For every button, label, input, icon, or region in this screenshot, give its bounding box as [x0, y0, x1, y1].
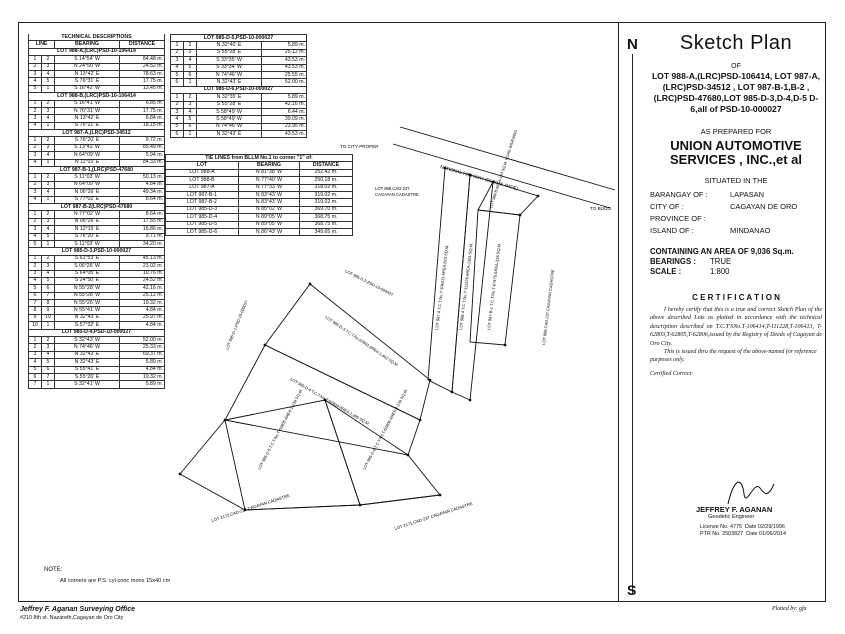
lot-987b-label: LOT 987-B-1 T.C.T.No.T-67475 AREA-318 SQ…: [486, 243, 502, 330]
south-letter: S: [627, 582, 637, 598]
lot-987a-label: LOT 987-A T.C.T.No.T-106413 AREA-823 SQ.…: [434, 244, 449, 330]
certification-text: I hereby certify that this is a true and…: [650, 307, 822, 347]
situated-label: SITUATED IN THE: [704, 176, 768, 185]
certified-correct: Certified Correct:: [650, 370, 694, 377]
lot-985d6-outline: [324, 398, 441, 506]
north-line: [632, 54, 634, 594]
lot-985d5-label: LOT 985-D-5 T.C.T.No.T-62805 AREA-1,138 …: [256, 388, 303, 471]
north-letter: N: [627, 36, 638, 53]
license-block: License No. 4775 Date 02/29/1996 PTR No.…: [700, 524, 786, 538]
client-name: UNION AUTOMOTIVE SERVICES , INC.,et al: [670, 138, 802, 167]
island-label: ISLAND OF :: [650, 226, 694, 235]
to-city-proper-label: TO CITY PROPER: [340, 144, 379, 149]
lot-985d5-outline: [224, 399, 361, 511]
certification-title: C E R T I F I C A T I O N: [692, 293, 780, 302]
highway-line-bottom: [392, 143, 611, 209]
barangay-label: BARANGAY OF :: [650, 190, 708, 199]
lot-988a-outline: [451, 174, 494, 401]
tie-cell: 349.65 m.: [299, 227, 353, 237]
city-label: CITY OF :: [650, 202, 684, 211]
adj-top-label: LOT 985-D-2,PSD-10-000027: [345, 268, 395, 297]
engineer-title: Geodetic Engineer: [708, 514, 755, 520]
certification-text-2: This is issued thru the request of the a…: [650, 349, 817, 364]
ptr-date: Date 01/06/2014: [746, 531, 787, 537]
province-label: PROVINCE OF :: [650, 214, 706, 223]
plan-title: Sketch Plan: [679, 32, 793, 54]
barangay-value: LAPASAN: [730, 190, 765, 199]
office-address: #210 8th st. Nazareth,Cagayan de Oro Cit…: [20, 615, 124, 621]
bearings-label: BEARINGS :: [650, 257, 696, 266]
bearings-value: TRUE: [710, 257, 732, 266]
scale-label: SCALE :: [650, 267, 682, 276]
title-divider: [618, 22, 620, 602]
note-text: All corners are P.S. cyl conc mons 15x40…: [60, 578, 171, 584]
license-label: License No.: [700, 524, 729, 530]
area-label: CONTAINING AN AREA OF: [650, 247, 749, 256]
tie-lines-table: TIE LINES from BLLM No.1 to corner "1" o…: [165, 153, 353, 237]
prepared-for-label: AS PREPARED FOR: [700, 127, 772, 136]
adj-left-label: LOT 985-D-1,PSD-10-000027: [224, 299, 249, 351]
lot-985d4-label: LOT 985-D-4 T.C.T.No.T-62804 AREA-1,285 …: [290, 377, 371, 427]
license-value: 4775: [729, 524, 742, 530]
note-label: NOTE:: [44, 567, 63, 573]
signature-mark: [727, 481, 775, 505]
city-value: CAGAYAN DE ORO: [730, 202, 798, 211]
engineer-name: JEFFREY F. AGANAN: [696, 505, 773, 514]
adj-2171-label: LOT 2171,CAD-237 CAGAYAN CADASTRE: [394, 501, 474, 531]
office-name: Jeffrey F. Aganan Surveying Office: [20, 606, 136, 613]
lots-description: LOT 988-A,(LRC)PSD-106414, LOT 987-A,(LR…: [651, 71, 821, 114]
of-label: OF: [731, 63, 741, 70]
north-arrow: N S: [620, 22, 646, 602]
table-cell: 43.53 m.: [261, 130, 307, 139]
south-boundary: [179, 473, 441, 511]
plotted-by: Plotted by: gfa: [772, 606, 807, 612]
west-boundary: [179, 419, 226, 475]
adj-986-label: LOT 986,CAD-237 CAGAYAN CADASTRE: [541, 269, 555, 345]
area-unit: Sq.m.: [772, 247, 794, 256]
highway-line-top: [399, 126, 616, 191]
table-cell: 5.89 m.: [119, 380, 165, 389]
ptr-value: 2503827: [722, 531, 744, 537]
to-bugo-label: TO BUGO: [590, 206, 612, 211]
island-value: MINDANAO: [730, 226, 771, 235]
lot-985d3-outline: [264, 283, 431, 421]
road-widening-label: LOT 988-B AREA-124 SQ.M. ROAD WIDENING: [489, 129, 518, 208]
title-block: Sketch Plan OF LOT 988-A,(LRC)PSD-106414…: [650, 32, 822, 377]
scale-value: 1:800: [710, 267, 730, 276]
license-date: Date 02/29/1996: [744, 524, 785, 530]
lot-985d3-label: LOT 985-D-3 T.C.T.No.62803 AREA-1,462 SQ…: [324, 315, 399, 368]
area-value: 9,036: [750, 247, 771, 256]
drawing-frame: [18, 22, 826, 602]
adj-988-label-1: LOT 988,CAD-237: [375, 186, 410, 191]
ptr-label: PTR No.: [700, 531, 721, 537]
adj-988-label-2: CAGAYAN CADASTRE: [375, 192, 419, 197]
